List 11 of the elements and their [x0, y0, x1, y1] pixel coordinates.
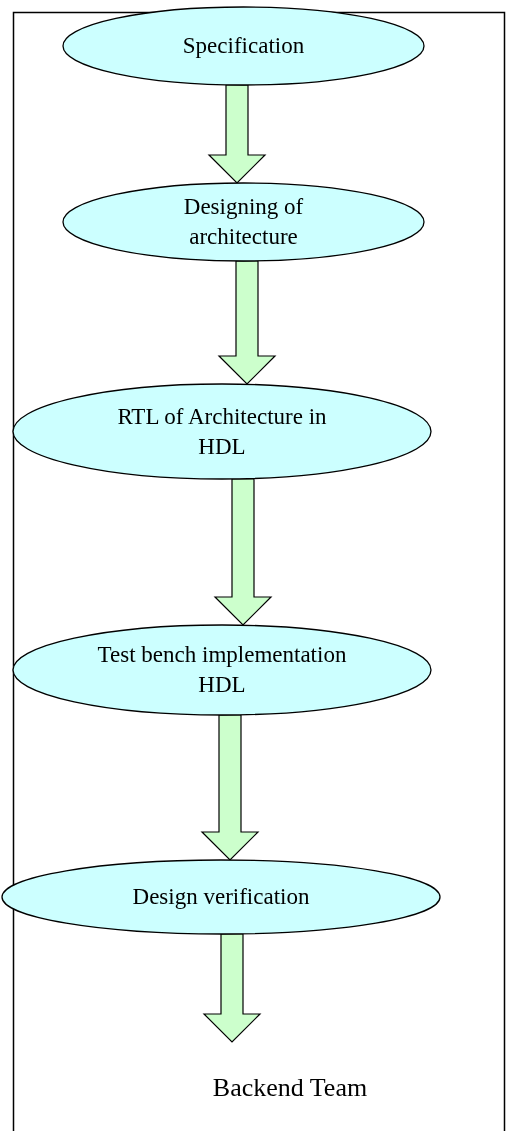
block-arrow — [207, 84, 267, 184]
output-label: Backend Team — [212, 1072, 368, 1105]
block-arrow — [200, 714, 260, 861]
step-label: RTL of Architecture in HDL — [116, 402, 328, 461]
block-arrow — [213, 478, 273, 626]
step-label: Designing of architecture — [182, 193, 305, 251]
step-label: Specification — [182, 32, 305, 61]
block-arrow — [217, 260, 277, 385]
step-label: Test bench implementation HDL — [96, 641, 348, 699]
step-label: Design verification — [132, 883, 310, 912]
block-arrow — [202, 933, 262, 1043]
